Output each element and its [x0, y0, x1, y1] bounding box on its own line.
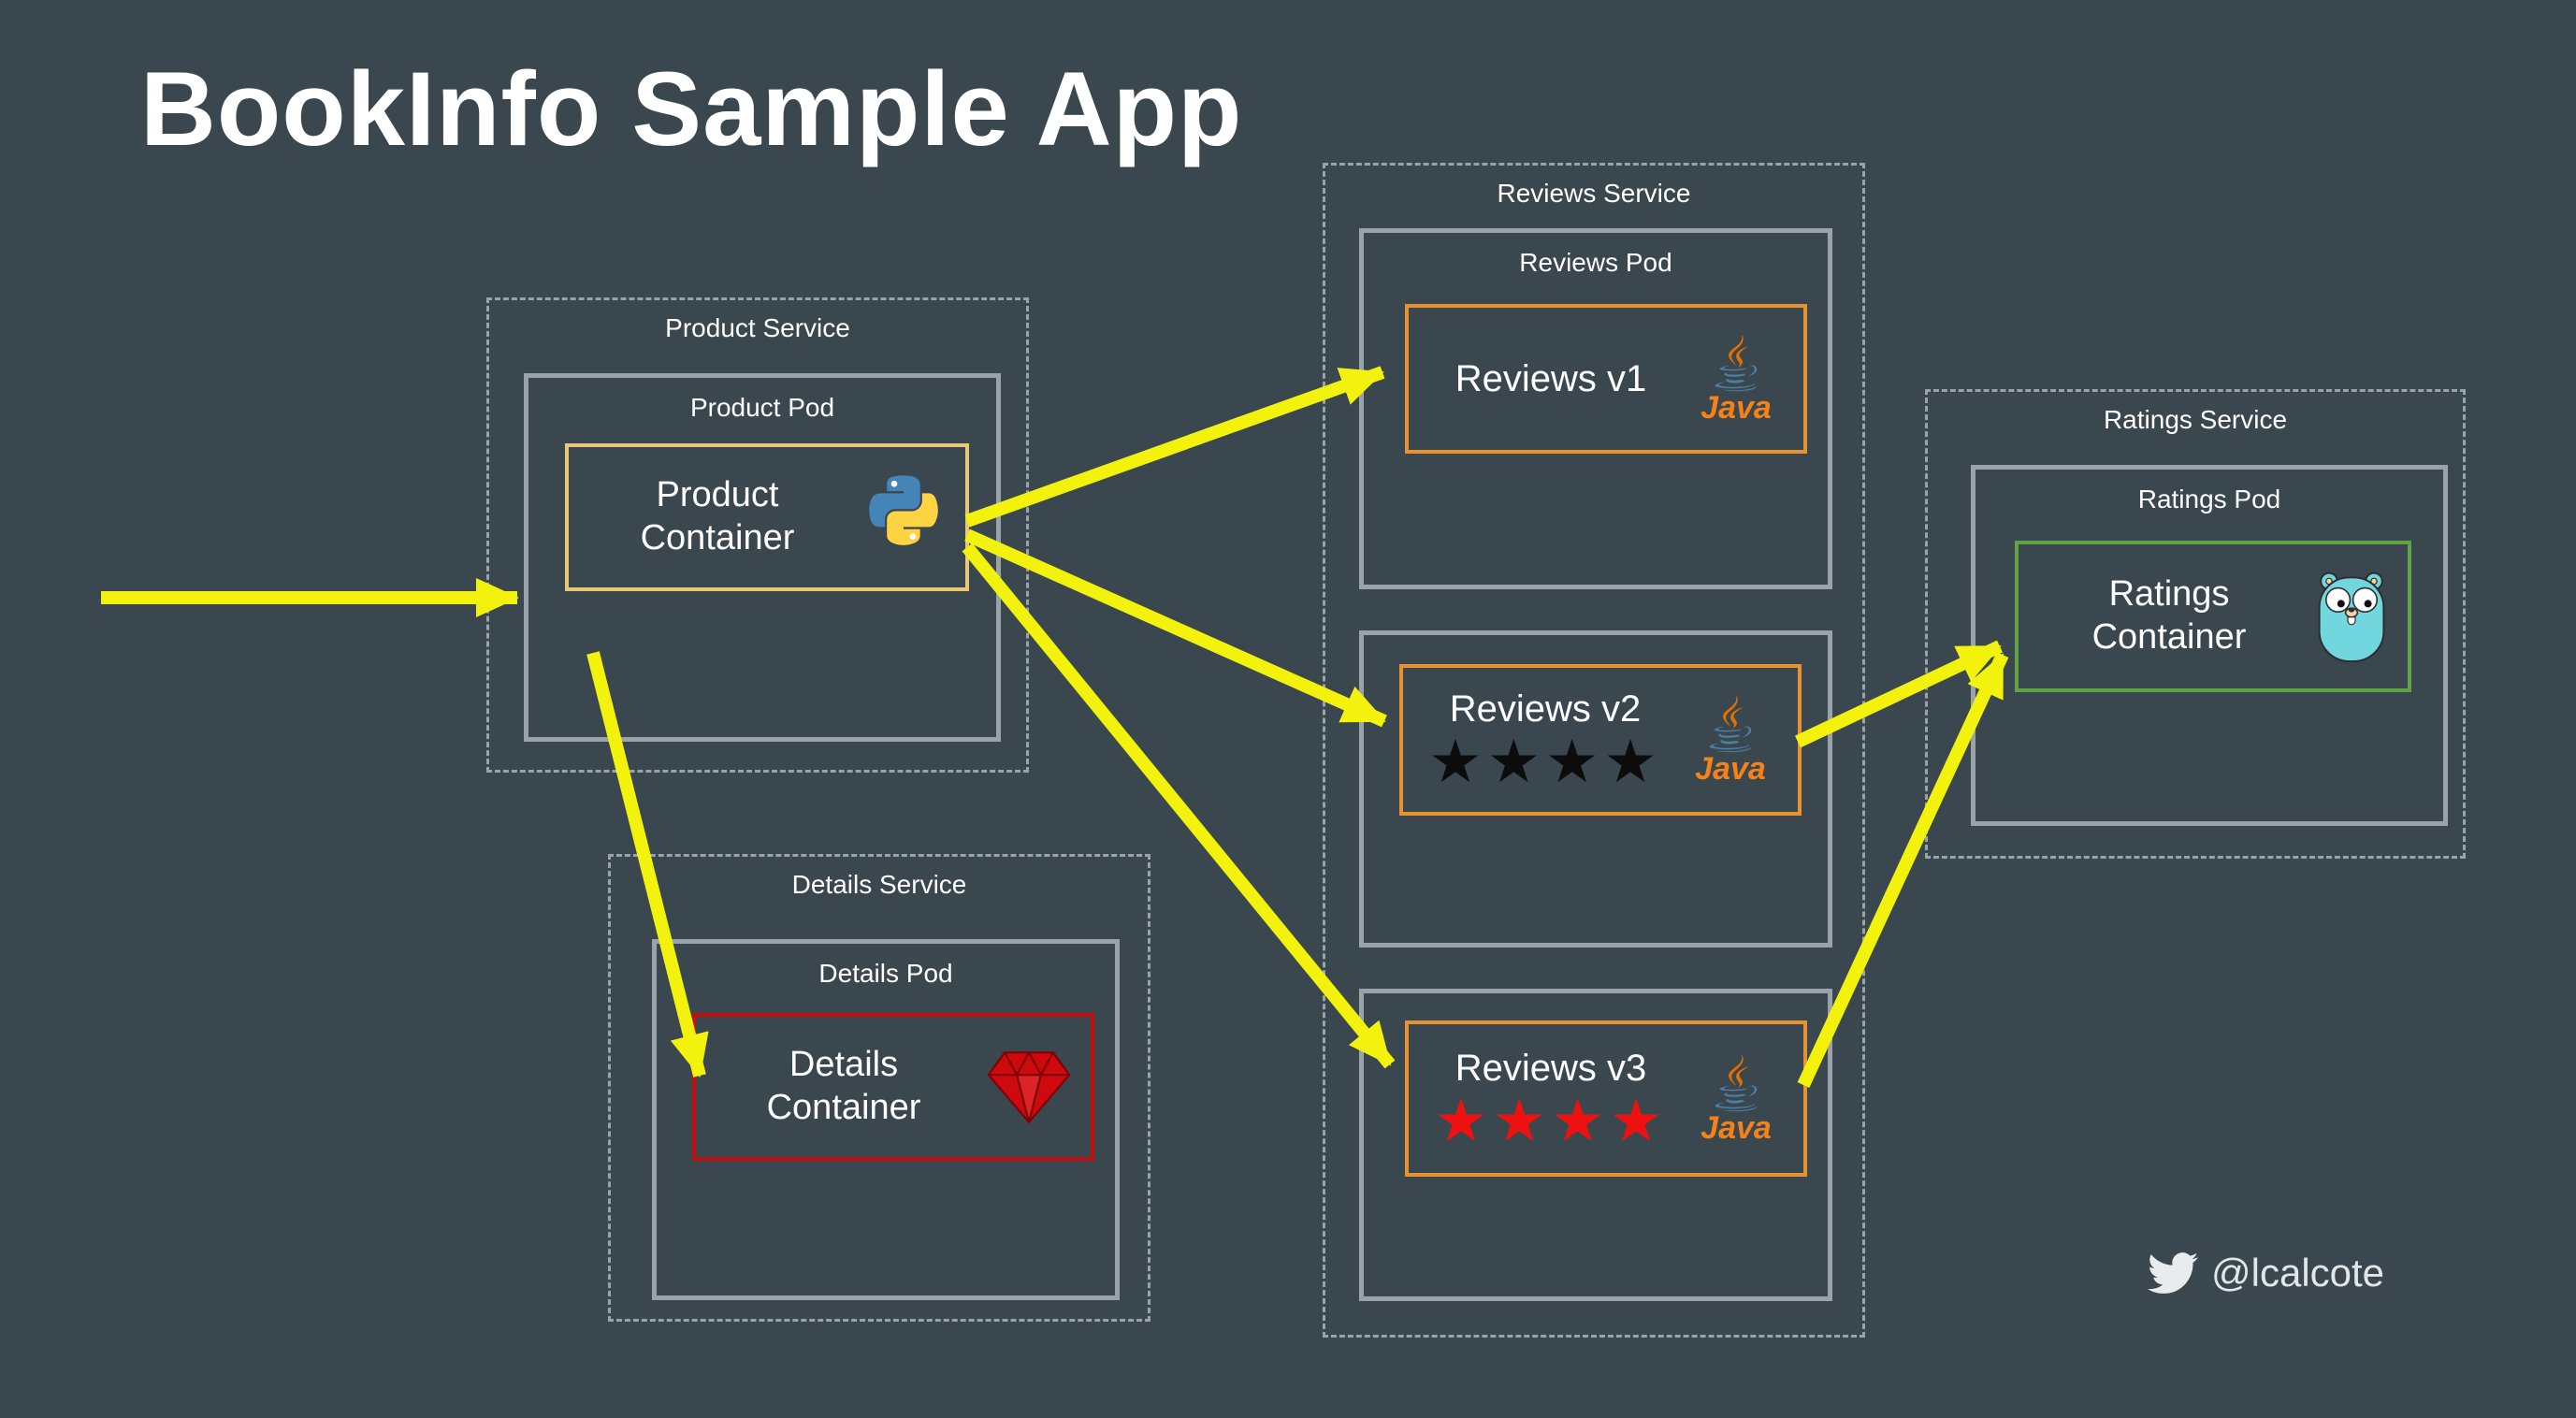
reviews-v1-container: Reviews v1 Java — [1405, 304, 1807, 454]
java-icon: Java — [1687, 1054, 1785, 1144]
product-container: Product Container — [565, 443, 969, 591]
java-wordmark: Java — [1700, 1109, 1772, 1146]
details-pod-label: Details Pod — [818, 959, 953, 988]
java-wordmark: Java — [1695, 751, 1766, 787]
ruby-icon — [986, 1048, 1072, 1126]
reviews-pod-v1: Reviews Pod Reviews v1 Java — [1359, 228, 1832, 589]
ratings-service-label: Ratings Service — [2103, 405, 2288, 434]
arrow-product-to-reviews-v1 — [964, 366, 1385, 528]
reviews-v2-label: Reviews v2 — [1449, 688, 1642, 730]
reviews-v3-label: Reviews v3 — [1454, 1047, 1647, 1089]
details-pod: Details Pod Details Container — [652, 939, 1120, 1300]
ratings-container: Ratings Container — [2015, 541, 2411, 692]
reviews-v1-label: Reviews v1 — [1454, 358, 1647, 399]
gopher-icon — [2314, 570, 2389, 663]
reviews-pod-v2: Reviews v2 ★★★★ Java — [1359, 630, 1832, 948]
details-service-label: Details Service — [791, 870, 967, 899]
reviews-v2-container: Reviews v2 ★★★★ Java — [1399, 664, 1802, 816]
java-icon: Java — [1682, 695, 1779, 785]
product-pod-label: Product Pod — [689, 393, 835, 422]
reviews-service-group: Reviews Service Reviews Pod Reviews v1 J… — [1323, 163, 1865, 1338]
ratings-service-group: Ratings Service Ratings Pod Ratings Cont… — [1925, 389, 2466, 859]
reviews-pod-v1-label: Reviews Pod — [1519, 248, 1672, 277]
page-title: BookInfo Sample App — [140, 51, 1243, 167]
product-service-label: Product Service — [665, 313, 850, 342]
details-container: Details Container — [692, 1013, 1094, 1161]
reviews-service-label: Reviews Service — [1497, 179, 1691, 208]
author-credit: @lcalcote — [2148, 1248, 2384, 1298]
product-pod: Product Pod Product Container — [524, 373, 1001, 742]
details-container-label: Details Container — [766, 1045, 921, 1127]
java-wordmark: Java — [1700, 390, 1772, 426]
details-service-group: Details Service Details Pod Details Cont… — [608, 854, 1151, 1322]
twitter-bird-icon — [2148, 1252, 2198, 1294]
star-rating-black: ★★★★ — [1428, 728, 1662, 795]
product-container-label: Product Container — [640, 475, 795, 557]
reviews-v3-container: Reviews v3 ★★★★ Java — [1405, 1020, 1807, 1177]
ratings-pod: Ratings Pod Ratings Container — [1971, 465, 2448, 826]
python-icon — [861, 474, 947, 560]
ratings-container-label: Ratings Container — [2091, 574, 2247, 657]
ratings-pod-label: Ratings Pod — [2137, 485, 2281, 514]
star-rating-red: ★★★★ — [1434, 1086, 1668, 1154]
java-icon: Java — [1687, 334, 1785, 424]
product-service-group: Product Service Product Pod Product Cont… — [486, 297, 1029, 773]
twitter-handle: @lcalcote — [2211, 1251, 2385, 1295]
reviews-pod-v3: Reviews v3 ★★★★ Java — [1359, 989, 1832, 1301]
